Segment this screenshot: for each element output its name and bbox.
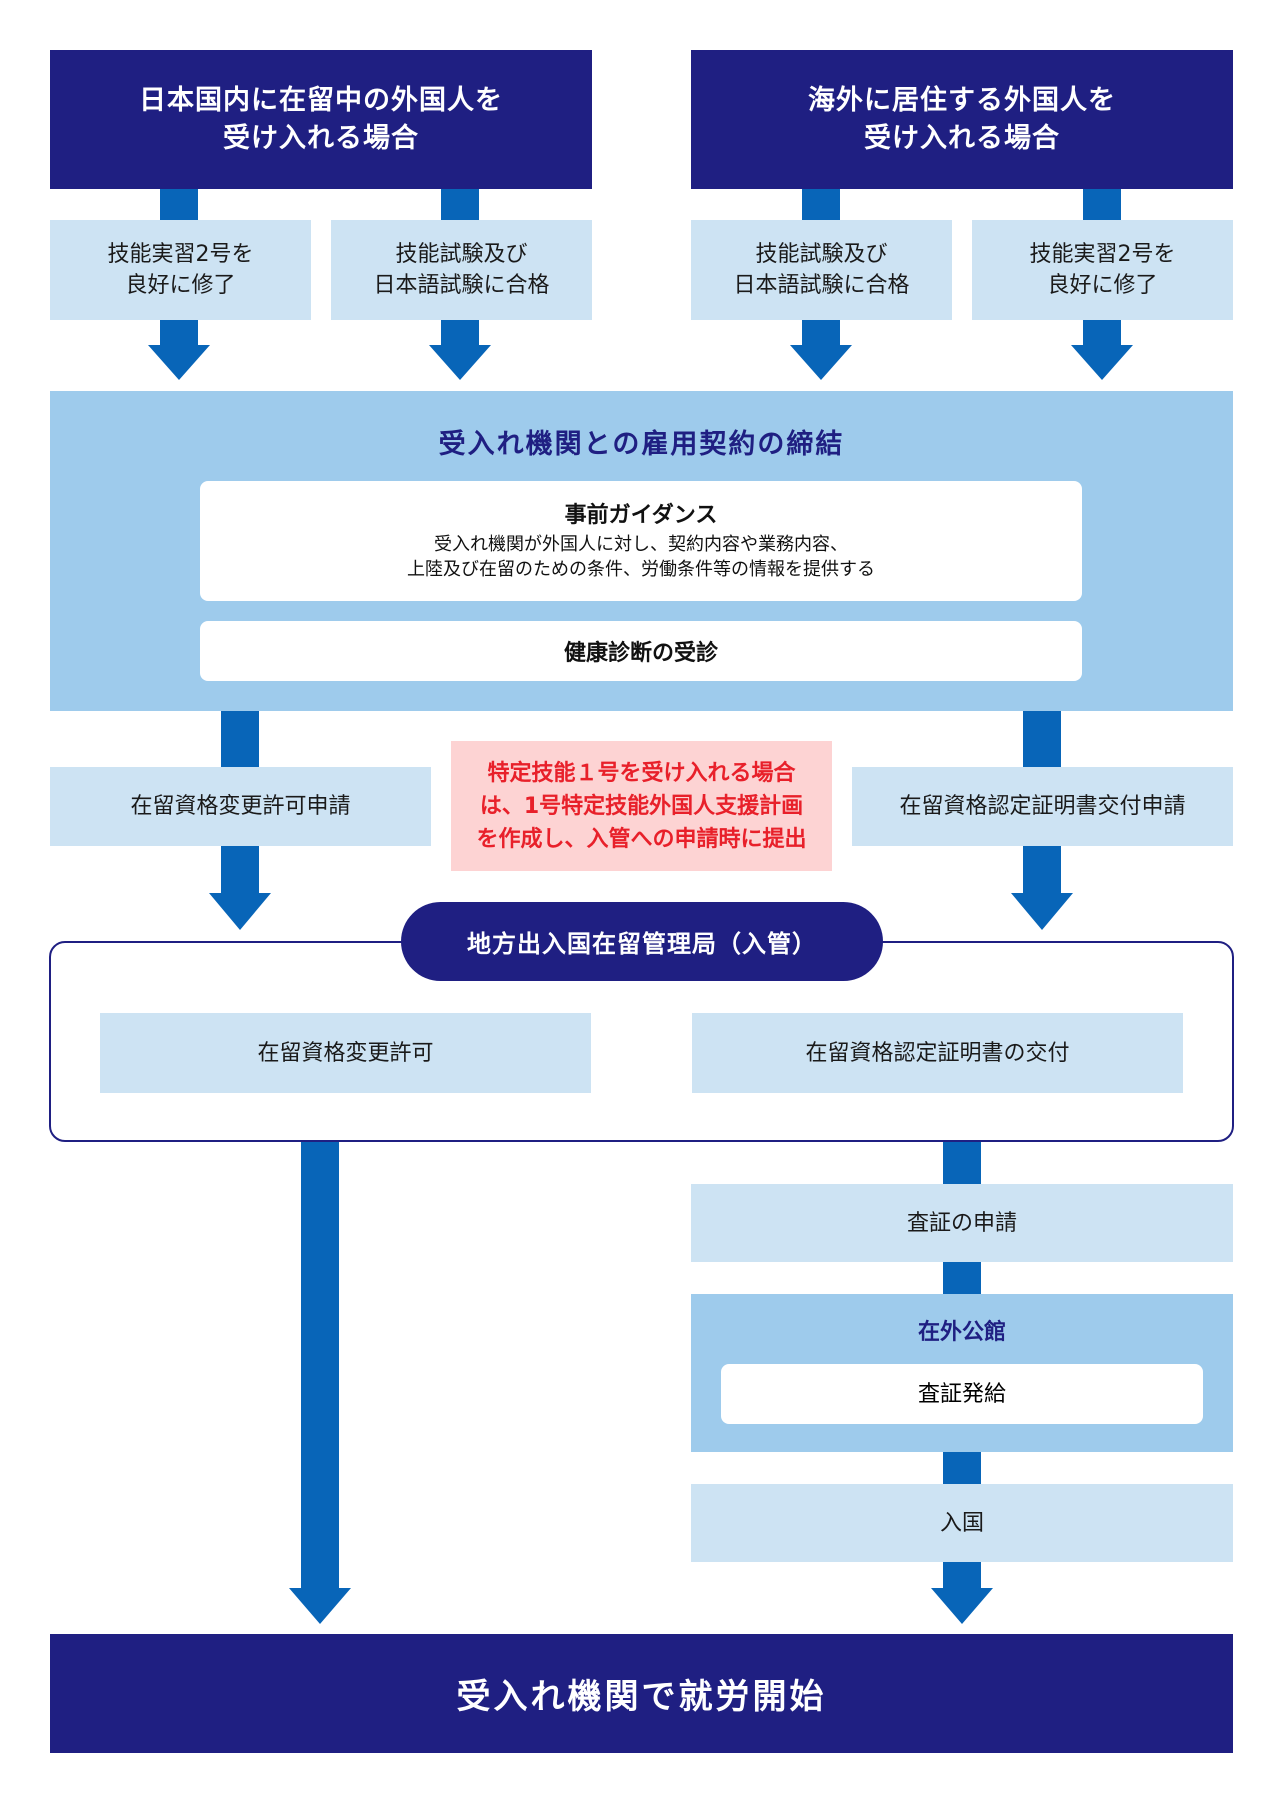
embassy-panel: 在外公館 査証発給 [691, 1294, 1233, 1452]
arrow-down [790, 320, 852, 380]
connector-bar [1083, 189, 1121, 220]
coe-application: 在留資格認定証明書交付申請 [852, 767, 1233, 846]
arrow-down [1071, 320, 1133, 380]
guidance-text-line1: 受入れ機関が外国人に対し、契約内容や業務内容、 [434, 534, 848, 555]
visa-application-box: 査証の申請 [691, 1184, 1233, 1262]
overseas-header: 海外に居住する外国人を 受け入れる場合 [691, 50, 1233, 189]
status-change-permission: 在留資格変更許可 [100, 1013, 591, 1093]
connector-bar [943, 1142, 981, 1184]
immigration-bureau-label: 地方出入国在留管理局（入管） [401, 902, 883, 981]
condition-line1: 技能試験及び [395, 242, 528, 267]
embassy-title: 在外公館 [917, 1320, 1006, 1345]
condition-line1: 技能実習2号を [107, 242, 254, 267]
status-change-application: 在留資格変更許可申請 [50, 767, 431, 846]
connector-bar [943, 1262, 981, 1294]
condition-box: 技能実習2号を 良好に修了 [972, 220, 1233, 320]
employment-start-box: 受入れ機関で就労開始 [50, 1634, 1233, 1753]
domestic-header: 日本国内に在留中の外国人を 受け入れる場合 [50, 50, 592, 189]
specified-skills-note: 特定技能１号を受け入れる場合 は、1号特定技能外国人支援計画 を作成し、入管への… [451, 741, 832, 871]
connector-bar [160, 189, 198, 220]
condition-box: 技能試験及び 日本語試験に合格 [691, 220, 952, 320]
arrow-down [1011, 846, 1073, 930]
guidance-text-line2: 上陸及び在留のための条件、労働条件等の情報を提供する [407, 559, 875, 580]
domestic-header-line1: 日本国内に在留中の外国人を [139, 84, 503, 116]
condition-line2: 良好に修了 [1047, 273, 1158, 298]
note-line1: 特定技能１号を受け入れる場合 [487, 760, 796, 786]
note-line2: は、1号特定技能外国人支援計画 [479, 793, 804, 819]
entry-box: 入国 [691, 1484, 1233, 1562]
overseas-header-line1: 海外に居住する外国人を [808, 84, 1116, 116]
condition-box: 技能実習2号を 良好に修了 [50, 220, 311, 320]
connector-bar [221, 711, 259, 767]
condition-line2: 良好に修了 [125, 273, 236, 298]
condition-line2: 日本語試験に合格 [373, 273, 550, 298]
arrow-down [148, 320, 210, 380]
domestic-header-line2: 受け入れる場合 [223, 122, 419, 154]
arrow-down-long [289, 1142, 351, 1624]
health-check-box: 健康診断の受診 [200, 621, 1082, 681]
condition-line1: 技能試験及び [755, 242, 888, 267]
condition-box: 技能試験及び 日本語試験に合格 [331, 220, 592, 320]
connector-bar [441, 189, 479, 220]
overseas-header-line2: 受け入れる場合 [864, 122, 1060, 154]
condition-line2: 日本語試験に合格 [733, 273, 910, 298]
arrow-down [209, 846, 271, 930]
guidance-box: 事前ガイダンス 受入れ機関が外国人に対し、契約内容や業務内容、 上陸及び在留のた… [200, 481, 1082, 601]
arrow-down [931, 1562, 993, 1624]
coe-issuance: 在留資格認定証明書の交付 [692, 1013, 1183, 1093]
guidance-title: 事前ガイダンス [564, 503, 718, 528]
contract-panel: 受入れ機関との雇用契約の締結 事前ガイダンス 受入れ機関が外国人に対し、契約内容… [50, 391, 1233, 711]
condition-line1: 技能実習2号を [1029, 242, 1176, 267]
connector-bar [802, 189, 840, 220]
connector-bar [943, 1452, 981, 1484]
contract-title: 受入れ機関との雇用契約の締結 [438, 428, 845, 460]
connector-bar [1023, 711, 1061, 767]
visa-issue-box: 査証発給 [721, 1364, 1203, 1424]
arrow-down [429, 320, 491, 380]
note-line3: を作成し、入管への申請時に提出 [476, 826, 807, 852]
